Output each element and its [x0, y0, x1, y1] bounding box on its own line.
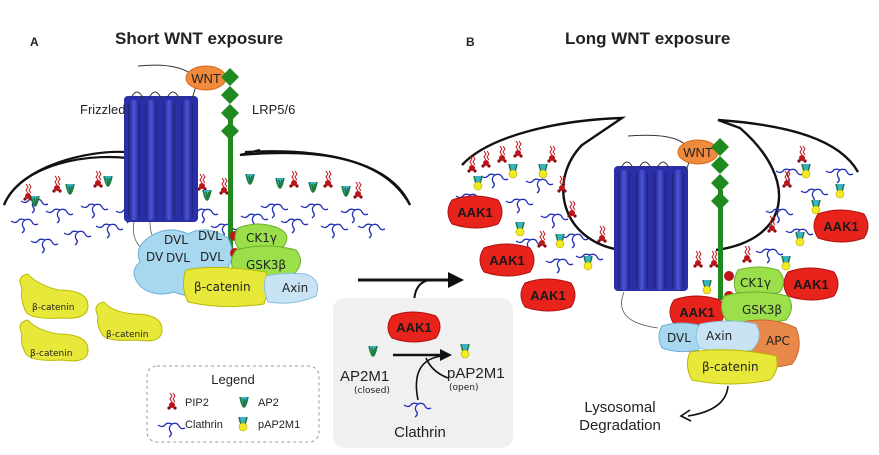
wnt-label-b: WNT: [683, 145, 713, 160]
panel-a-letter: A: [30, 35, 39, 49]
svg-text:Axin: Axin: [282, 281, 308, 295]
panel-b-letter: B: [466, 35, 475, 49]
svg-text:β-catenin: β-catenin: [32, 303, 74, 313]
svg-text:APC: APC: [766, 334, 790, 348]
wnt-ligand-b: WNT: [677, 139, 719, 165]
destruction-complex-b: CK1γ GSK3β APC DVL Axin β-catenin: [658, 266, 800, 385]
free-beta-catenin: β-catenin β-catenin β-catenin: [19, 273, 163, 362]
ck1-gamma: CK1γ: [234, 223, 288, 252]
legend-title: Legend: [211, 372, 254, 387]
panel-b-title: Long WNT exposure: [565, 29, 730, 48]
svg-text:PIP2: PIP2: [185, 397, 209, 409]
svg-text:CK1γ: CK1γ: [740, 276, 771, 290]
svg-text:AAK1: AAK1: [530, 288, 565, 303]
svg-text:Axin: Axin: [706, 329, 732, 343]
svg-text:AAK1: AAK1: [489, 253, 524, 268]
aak1-blob: AAK1: [479, 243, 535, 277]
svg-text:GSK3β: GSK3β: [246, 258, 286, 272]
mechanism-box: AAK1 AP2M1 (closed) pAP2M1 (open) Clathr…: [333, 298, 513, 448]
invaginated-membrane: [461, 116, 627, 252]
phospho-site: [724, 271, 734, 281]
panel-a-title: Short WNT exposure: [115, 29, 283, 48]
svg-text:DVL: DVL: [198, 229, 222, 243]
svg-text:β-catenin: β-catenin: [106, 330, 148, 340]
svg-text:DVL: DVL: [200, 250, 224, 264]
destruction-complex-a: β-catenin Axin: [182, 266, 319, 308]
aak1-blob: AAK1: [813, 209, 869, 243]
svg-text:AAK1: AAK1: [823, 219, 858, 234]
svg-text:DV: DV: [146, 250, 164, 264]
ap2m1-state: (closed): [354, 386, 390, 396]
frizzled-label: Frizzled: [80, 102, 126, 117]
fate-line1: Lysosomal: [584, 399, 655, 416]
svg-text:AAK1: AAK1: [793, 277, 828, 292]
pap2m1-open-icon: [460, 343, 470, 359]
aak1-proteins: AAK1 AAK1 AAK1 AAK1 AAK1 AAK1: [447, 195, 869, 329]
aak1-blob: AAK1: [783, 267, 839, 301]
svg-text:β-catenin: β-catenin: [30, 349, 72, 359]
lrp56-coreceptor-b: [711, 129, 729, 300]
ap2m1-label: AP2M1: [340, 368, 389, 385]
legend: Legend PIP2 AP2 Clathrin pAP2M1: [146, 365, 320, 443]
frizzled-receptor-b: [614, 134, 691, 329]
frizzled-receptor: [124, 64, 198, 255]
svg-text:β-catenin: β-catenin: [194, 280, 251, 294]
fate-line2: Degradation: [579, 417, 661, 434]
svg-text:AAK1: AAK1: [679, 305, 714, 320]
pap2m1-state: (open): [449, 383, 478, 393]
aak1-blob: AAK1: [447, 195, 503, 229]
lrp56-label: LRP5/6: [252, 102, 295, 117]
clathrin-label: Clathrin: [394, 424, 446, 441]
degradation-arrow: [687, 385, 729, 417]
svg-text:AAK1: AAK1: [457, 205, 492, 220]
svg-text:DVL: DVL: [166, 251, 190, 265]
svg-text:AP2: AP2: [258, 397, 279, 409]
panel-a: A Short WNT exposure: [2, 29, 412, 443]
svg-text:DVL: DVL: [667, 331, 691, 345]
panel-b: B Long WNT exposure: [447, 29, 869, 434]
lrp56-coreceptor: [221, 59, 239, 260]
svg-text:CK1γ: CK1γ: [246, 231, 277, 245]
svg-text:GSK3β: GSK3β: [742, 303, 782, 317]
svg-text:Clathrin: Clathrin: [185, 419, 223, 431]
pap2m1-icon: [238, 416, 248, 432]
svg-text:DVL: DVL: [164, 233, 188, 247]
mechanism-aak1: AAK1: [396, 320, 431, 335]
svg-text:β-catenin: β-catenin: [702, 360, 759, 374]
wnt-ligand: WNT: [185, 65, 227, 91]
svg-text:pAP2M1: pAP2M1: [258, 419, 300, 431]
aak1-blob: AAK1: [520, 278, 576, 312]
pap2m1-label: pAP2M1: [447, 365, 505, 382]
wnt-label-a: WNT: [191, 71, 221, 86]
